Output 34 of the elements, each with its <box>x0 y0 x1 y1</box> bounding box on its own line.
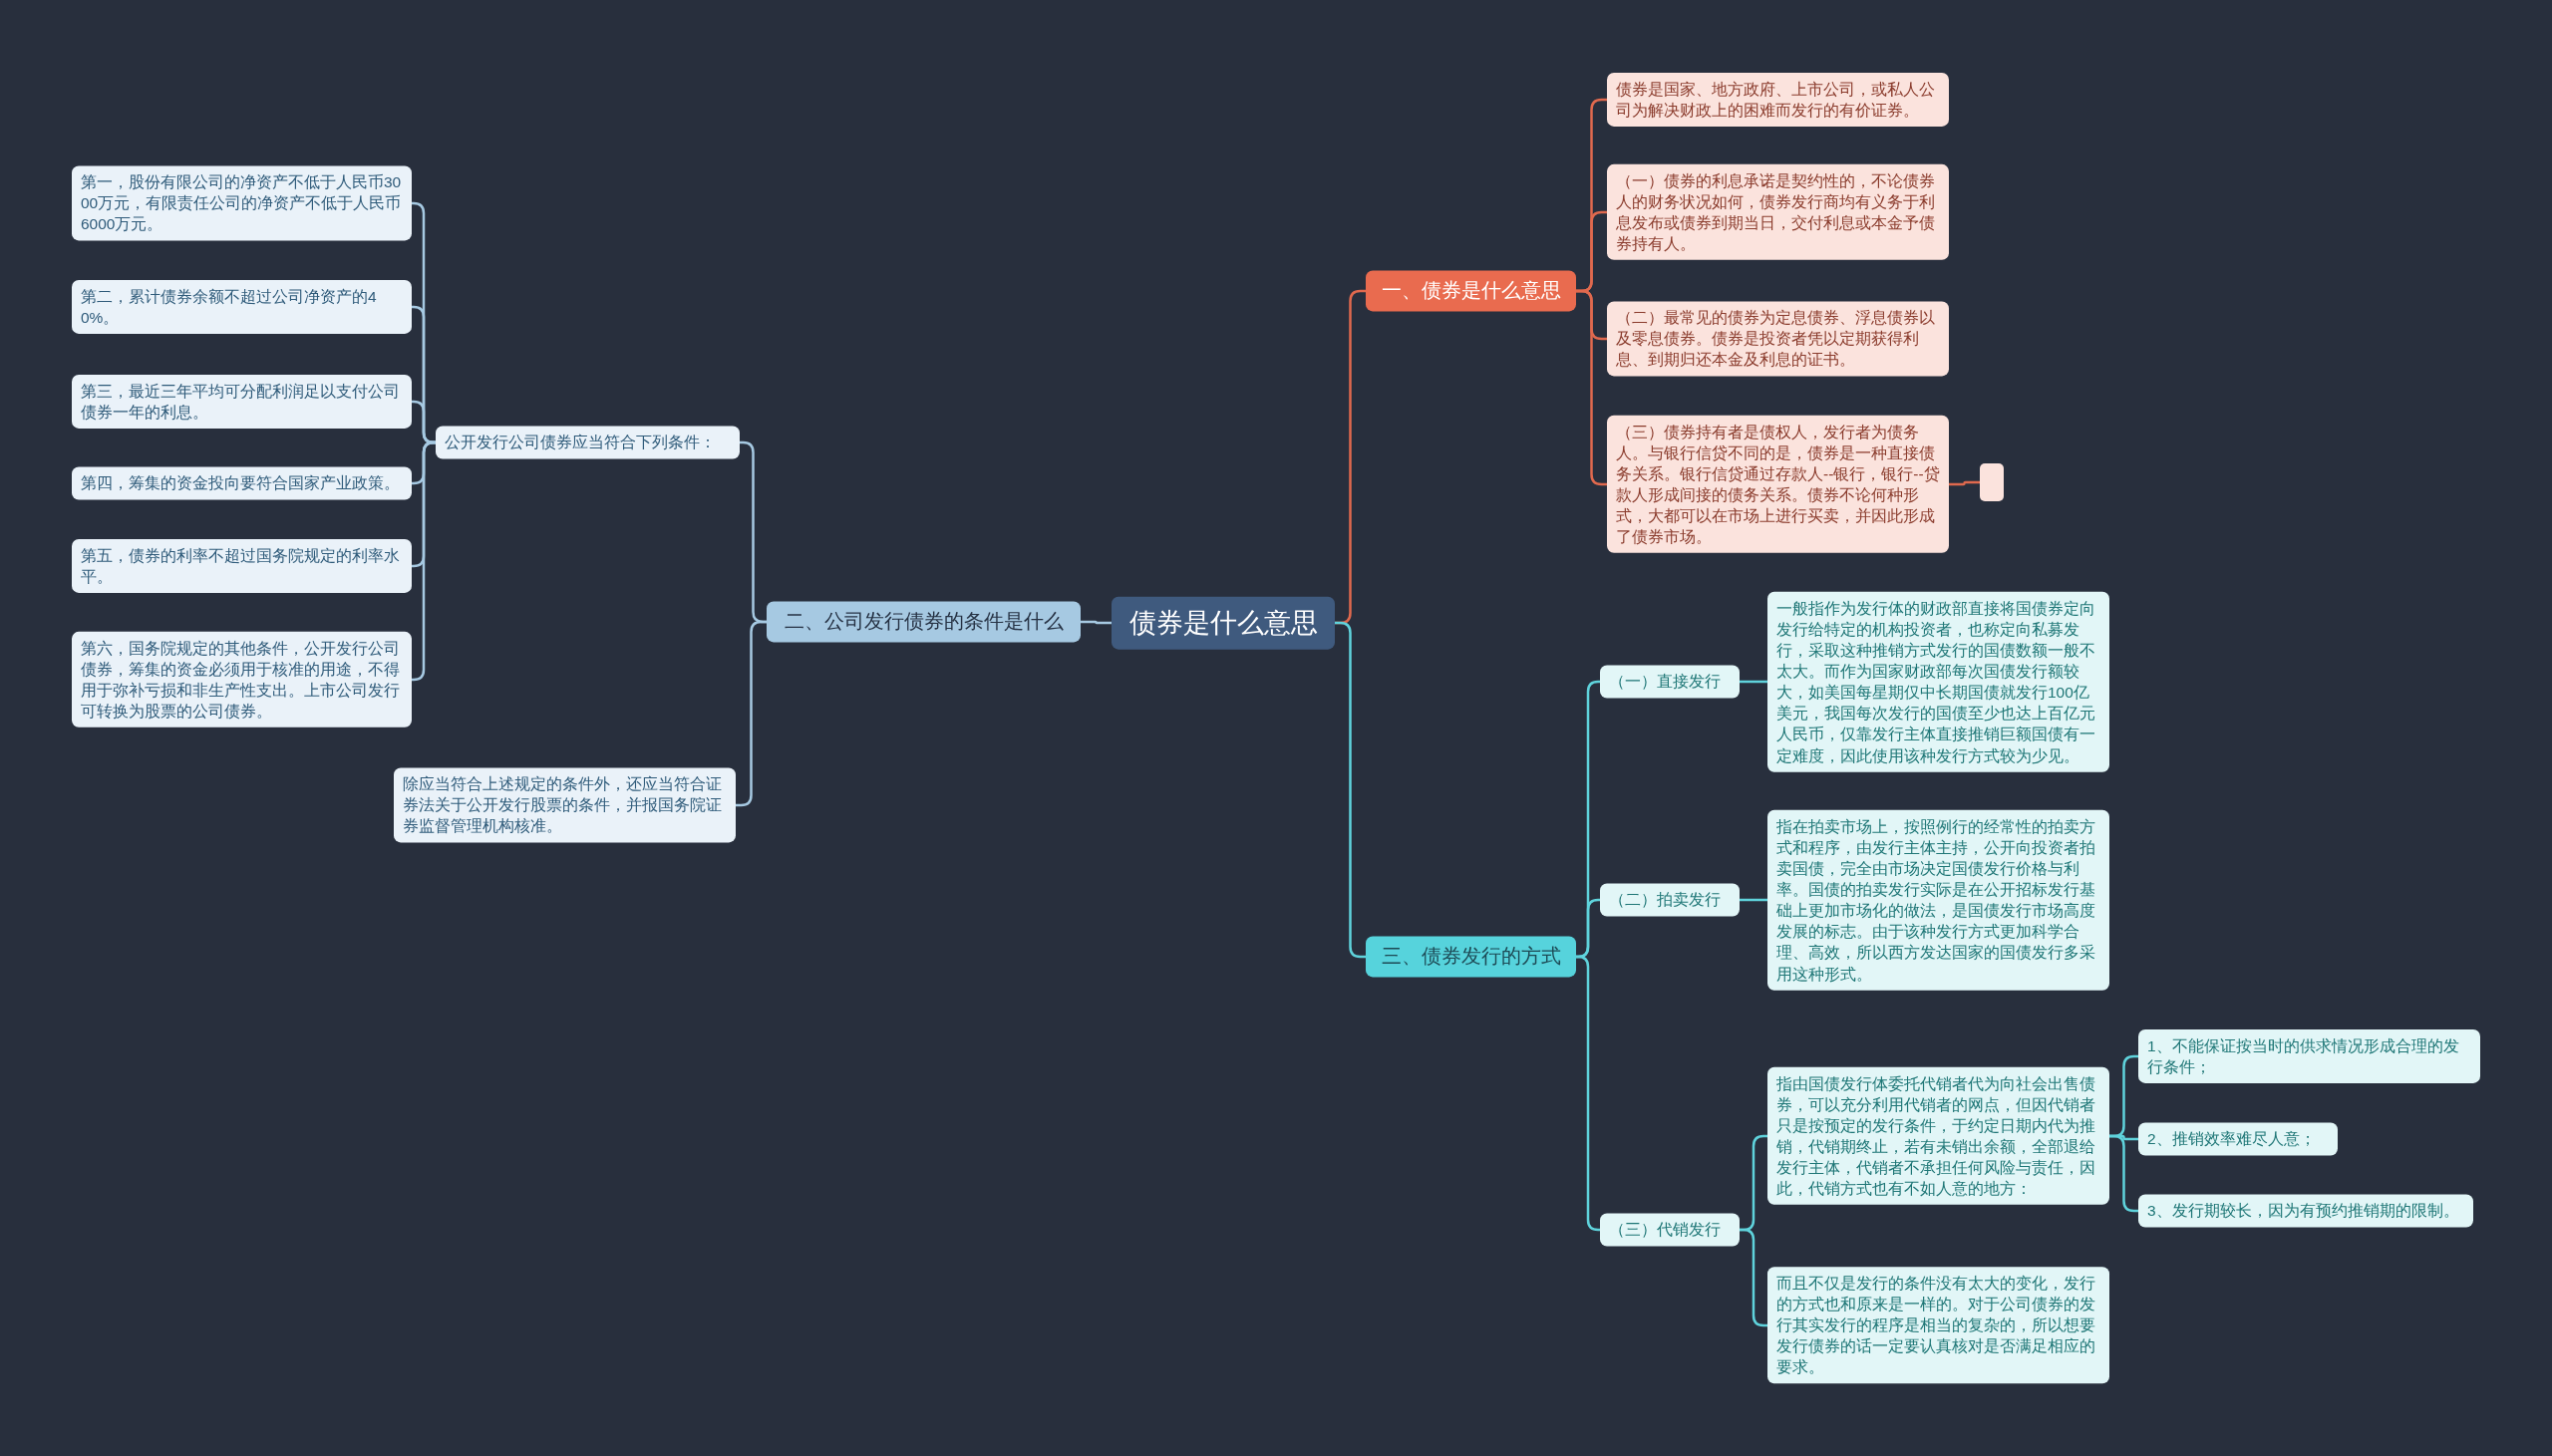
subtopic: 一般指作为发行体的财政部直接将国债券定向发行给特定的机构投资者，也称定向私募发行，采取这种推销方式发行的国债数额一般不太大。而作为国家财政部每次国债发行额较大，如美国每星期仅中长期国债就发行100亿美元，我国每次发行的国债至少也达上百亿元人民币，仅靠发行主体直接推销巨额国债有一定难度，因此使用该种发行方式较为少见。 <box>1767 591 2109 772</box>
subtopic: （二）拍卖发行 <box>1600 883 1740 917</box>
subtopic: 除应当符合上述规定的条件外，还应当符合证券法关于公开发行股票的条件，并报国务院证券监督管理机构核准。 <box>394 767 736 843</box>
subtopic: 2、推销效率难尽人意； <box>2138 1122 2338 1156</box>
subtopic: 而且不仅是发行的条件没有太大的变化，发行的方式也和原来是一样的。对于公司债券的发行其实发行的程序是相当的复杂的，所以想要发行债券的话一定要认真核对是否满足相应的要求。 <box>1767 1267 2109 1384</box>
connector-line <box>1081 620 1112 625</box>
connector-line <box>1740 680 1767 684</box>
subtopic: 第三，最近三年平均可分配利润足以支付公司债券一年的利息。 <box>72 374 412 430</box>
connector-line <box>412 440 436 682</box>
connector-line <box>1740 898 1767 902</box>
subtopic: 第五，债券的利率不超过国务院规定的利率水平。 <box>72 538 412 594</box>
main-topic: 二、公司发行债券的条件是什么 <box>767 601 1081 643</box>
subtopic: 第四，筹集的资金投向要符合国家产业政策。 <box>72 466 412 500</box>
subtopic: 第六，国务院规定的其他条件，公开发行公司债券，筹集的资金必须用于核准的用途，不得用于弥补亏损和非生产性支出。上市公司发行可转换为股票的公司债券。 <box>72 631 412 728</box>
subtopic: 第二，累计债券余额不超过公司净资产的40%。 <box>72 279 412 335</box>
subtopic: （三）债券持有者是债权人，发行者为债务人。与银行信贷不同的是，债券是一种直接债务关系。银行信贷通过存款人--银行，银行--贷款人形成间接的债务关系。债券不论何种形式，大都可以在市场上进行买卖，并因此形成了债券市场。 <box>1607 415 1949 554</box>
central-topic: 债券是什么意思 <box>1112 596 1335 650</box>
connector-line <box>1949 480 1980 486</box>
subtopic: 指在拍卖市场上，按照例行的经常性的拍卖方式和程序，由发行主体主持，公开向投资者拍卖国债，完全由市场决定国债发行价格与利率。国债的拍卖发行实际是在公开招标发行基础上更加市场化的做法，是国债发行市场高度发展的标志。由于该种发行方式更加科学合理、高效，所以西方发达国家的国债发行多采用这种形式。 <box>1767 809 2109 991</box>
subtopic: 指由国债发行体委托代销者代为向社会出售债券，可以充分利用代销者的网点，但因代销者只是按预定的发行条件，于约定日期内代为推销，代销期终止，若有未销出余额，全部退给发行主体，代销者不承担任何风险与责任，因此，代销方式也有不如人意的地方： <box>1767 1066 2109 1206</box>
connector-line <box>1740 1228 1767 1327</box>
main-topic: 三、债券发行的方式 <box>1366 936 1576 978</box>
subtopic: 第一，股份有限公司的净资产不低于人民币3000万元，有限责任公司的净资产不低于人民币6000万元。 <box>72 165 412 241</box>
subtopic: 3、发行期较长，因为有预约推销期的限制。 <box>2138 1194 2473 1228</box>
subtopic: 债券是国家、地方政府、上市公司，或私人公司为解决财政上的困难而发行的有价证券。 <box>1607 72 1949 128</box>
subtopic: 公开发行公司债券应当符合下列条件： <box>436 426 740 459</box>
subtopic: （一）债券的利息承诺是契约性的，不论债券人的财务状况如何，债券发行商均有义务于利息发布或债券到期当日，交付利息或本金予债券持有人。 <box>1607 163 1949 261</box>
connector-line <box>1575 955 1601 1232</box>
subtopic: （一）直接发行 <box>1600 665 1740 699</box>
subtopic: （三）代销发行 <box>1600 1213 1740 1247</box>
main-topic: 一、债券是什么意思 <box>1366 270 1576 312</box>
subtopic: （二）最常见的债券为定息债券、浮息债券以及零息债券。债券是投资者凭以定期获得利息、到期归还本金及利息的证书。 <box>1607 301 1949 377</box>
subtopic: 1、不能保证按当时的供求情况形成合理的发行条件； <box>2138 1028 2480 1084</box>
empty-topic-box <box>1980 463 2004 501</box>
